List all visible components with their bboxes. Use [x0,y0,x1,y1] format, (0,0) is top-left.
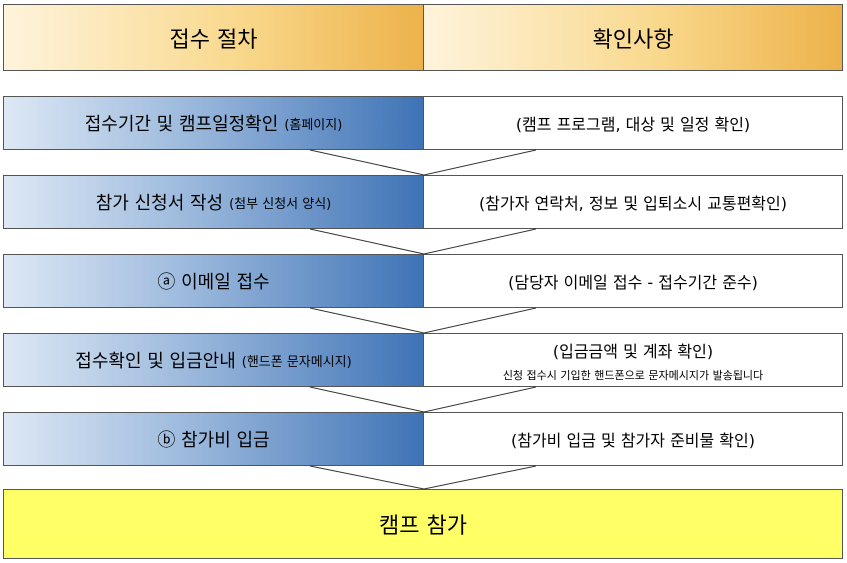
header-procedure: 접수 절차 [3,4,424,71]
connector-5 [309,465,537,490]
header-checklist: 확인사항 [423,4,843,71]
step-4-sub: (핸드폰 문자메시지) [241,354,352,370]
step-4-title: 접수확인 및 입금안내 [75,351,236,372]
final-camp-box: 캠프 참가 [3,489,843,559]
step-5-note-text: (참가비 입금 및 참가자 준비물 확인) [511,431,755,450]
step-2-note: (참가자 연락처, 정보 및 입퇴소시 교통편확인) [423,175,843,229]
step-5-note: (참가비 입금 및 참가자 준비물 확인) [423,412,843,466]
step-4-note-text: (입금금액 및 계좌 확인) [552,341,714,361]
step-5-title: ⓑ 참가비 입금 [157,430,270,451]
step-1-title: 접수기간 및 캠프일정확인 [84,114,279,135]
step-4-box: 접수확인 및 입금안내 (핸드폰 문자메시지) [3,333,424,387]
connector-2 [309,228,537,255]
header-checklist-label: 확인사항 [592,27,674,53]
step-1-sub: (홈페이지) [284,117,343,133]
step-3-box: ⓐ 이메일 접수 [3,254,424,308]
step-2-title: 참가 신청서 작성 [95,193,224,214]
header-procedure-label: 접수 절차 [169,27,258,53]
step-1-box: 접수기간 및 캠프일정확인 (홈페이지) [3,96,424,150]
step-3-note: (담당자 이메일 접수 - 접수기간 준수) [423,254,843,308]
step-4-note: (입금금액 및 계좌 확인) 신청 접수시 기입한 핸드폰으로 문자메시지가 발… [423,333,843,387]
final-camp-label: 캠프 참가 [379,514,467,539]
connector-3 [309,307,537,334]
connector-1 [309,149,537,176]
step-4-note-detail: 신청 접수시 기입한 핸드폰으로 문자메시지가 발송됩니다 [502,368,764,382]
step-2-sub: (첨부 신청서 양식) [229,196,332,212]
step-1-note: (캠프 프로그램, 대상 및 일정 확인) [423,96,843,150]
step-3-note-text: (담당자 이메일 접수 - 접수기간 준수) [508,273,758,292]
step-2-box: 참가 신청서 작성 (첨부 신청서 양식) [3,175,424,229]
step-2-note-text: (참가자 연락처, 정보 및 입퇴소시 교통편확인) [479,194,787,213]
step-1-note-text: (캠프 프로그램, 대상 및 일정 확인) [515,115,751,134]
step-3-title: ⓐ 이메일 접수 [157,272,270,293]
step-5-box: ⓑ 참가비 입금 [3,412,424,466]
connector-4 [309,386,537,413]
